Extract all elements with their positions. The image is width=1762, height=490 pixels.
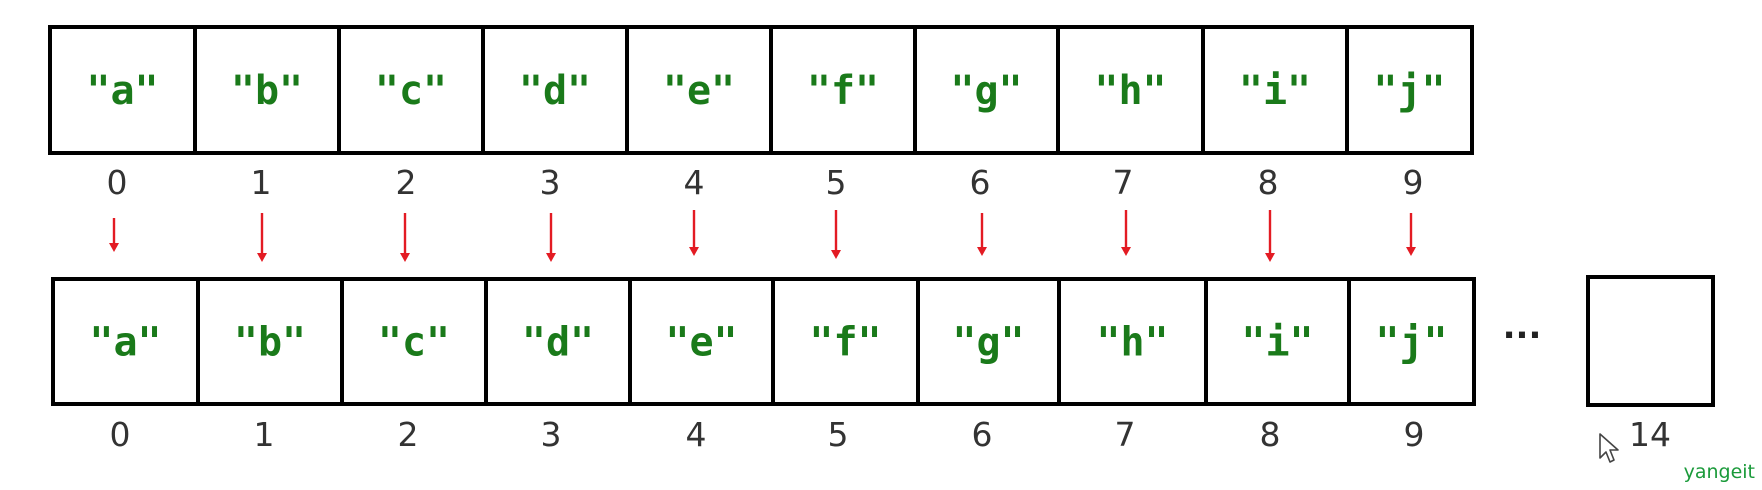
down-arrow-icon xyxy=(1121,210,1131,256)
target-index-label: 3 xyxy=(541,415,562,454)
down-arrow-icon xyxy=(831,210,841,259)
watermark: yangeit xyxy=(1684,461,1755,483)
target-array: "a" "b" "c" "d" "e" "f" "g" "h" "i" "j" xyxy=(51,277,1476,406)
down-arrow-icon xyxy=(689,210,699,256)
ellipsis: ... xyxy=(1503,307,1542,347)
source-index-label: 6 xyxy=(970,163,991,202)
copy-arrows xyxy=(109,210,1416,262)
down-arrow-icon xyxy=(400,213,410,262)
target-cell-value: "g" xyxy=(952,320,1024,366)
source-index-label: 7 xyxy=(1113,163,1134,202)
down-arrow-icon xyxy=(546,213,556,262)
source-array: "a" "b" "c" "d" "e" "f" "g" "h" "i" "j" xyxy=(48,25,1474,155)
source-index-label: 8 xyxy=(1258,163,1279,202)
source-cell-value: "g" xyxy=(950,68,1022,114)
source-cell-value: "d" xyxy=(519,68,591,114)
source-index-label: 0 xyxy=(107,163,128,202)
target-cell-value: "i" xyxy=(1241,320,1313,366)
target-cell-value: "f" xyxy=(809,320,881,366)
target-indices: 0 1 2 3 4 5 6 7 8 9 xyxy=(110,415,1425,454)
target-cell-value: "d" xyxy=(522,320,594,366)
target-index-label: 9 xyxy=(1404,415,1425,454)
target-cell-value: "h" xyxy=(1096,320,1168,366)
target-index-label: 2 xyxy=(398,415,419,454)
source-cell-value: "e" xyxy=(663,68,735,114)
down-arrow-icon xyxy=(977,213,987,256)
source-index-label: 1 xyxy=(251,163,272,202)
target-cell-value: "a" xyxy=(89,320,161,366)
source-cell-value: "j" xyxy=(1373,68,1445,114)
source-index-label: 9 xyxy=(1403,163,1424,202)
down-arrow-icon xyxy=(257,213,267,262)
target-cell-value: "b" xyxy=(234,320,306,366)
source-index-label: 3 xyxy=(540,163,561,202)
down-arrow-icon xyxy=(1406,213,1416,256)
source-cell-value: "b" xyxy=(231,68,303,114)
source-index-label: 5 xyxy=(826,163,847,202)
target-cell-value: "c" xyxy=(378,320,450,366)
target-index-label: 0 xyxy=(110,415,131,454)
target-index-label: 6 xyxy=(972,415,993,454)
target-index-label: 4 xyxy=(686,415,707,454)
target-index-label: 5 xyxy=(828,415,849,454)
down-arrow-icon xyxy=(109,218,119,252)
target-frame xyxy=(51,277,1476,406)
mouse-cursor-icon xyxy=(1599,433,1619,463)
source-cell-value: "a" xyxy=(86,68,158,114)
last-index-label: 14 xyxy=(1629,415,1671,454)
source-cell-value: "f" xyxy=(807,68,879,114)
target-cell-value: "j" xyxy=(1375,320,1447,366)
source-cell-value: "i" xyxy=(1239,68,1311,114)
target-index-label: 1 xyxy=(254,415,275,454)
target-index-label: 7 xyxy=(1115,415,1136,454)
down-arrow-icon xyxy=(1265,210,1275,262)
source-index-label: 2 xyxy=(396,163,417,202)
source-frame xyxy=(48,25,1474,155)
last-cell xyxy=(1586,275,1715,407)
source-cell-value: "h" xyxy=(1094,68,1166,114)
source-cell-value: "c" xyxy=(375,68,447,114)
source-index-label: 4 xyxy=(684,163,705,202)
target-cell-value: "e" xyxy=(665,320,737,366)
target-index-label: 8 xyxy=(1260,415,1281,454)
source-indices: 0 1 2 3 4 5 6 7 8 9 xyxy=(107,163,1424,202)
